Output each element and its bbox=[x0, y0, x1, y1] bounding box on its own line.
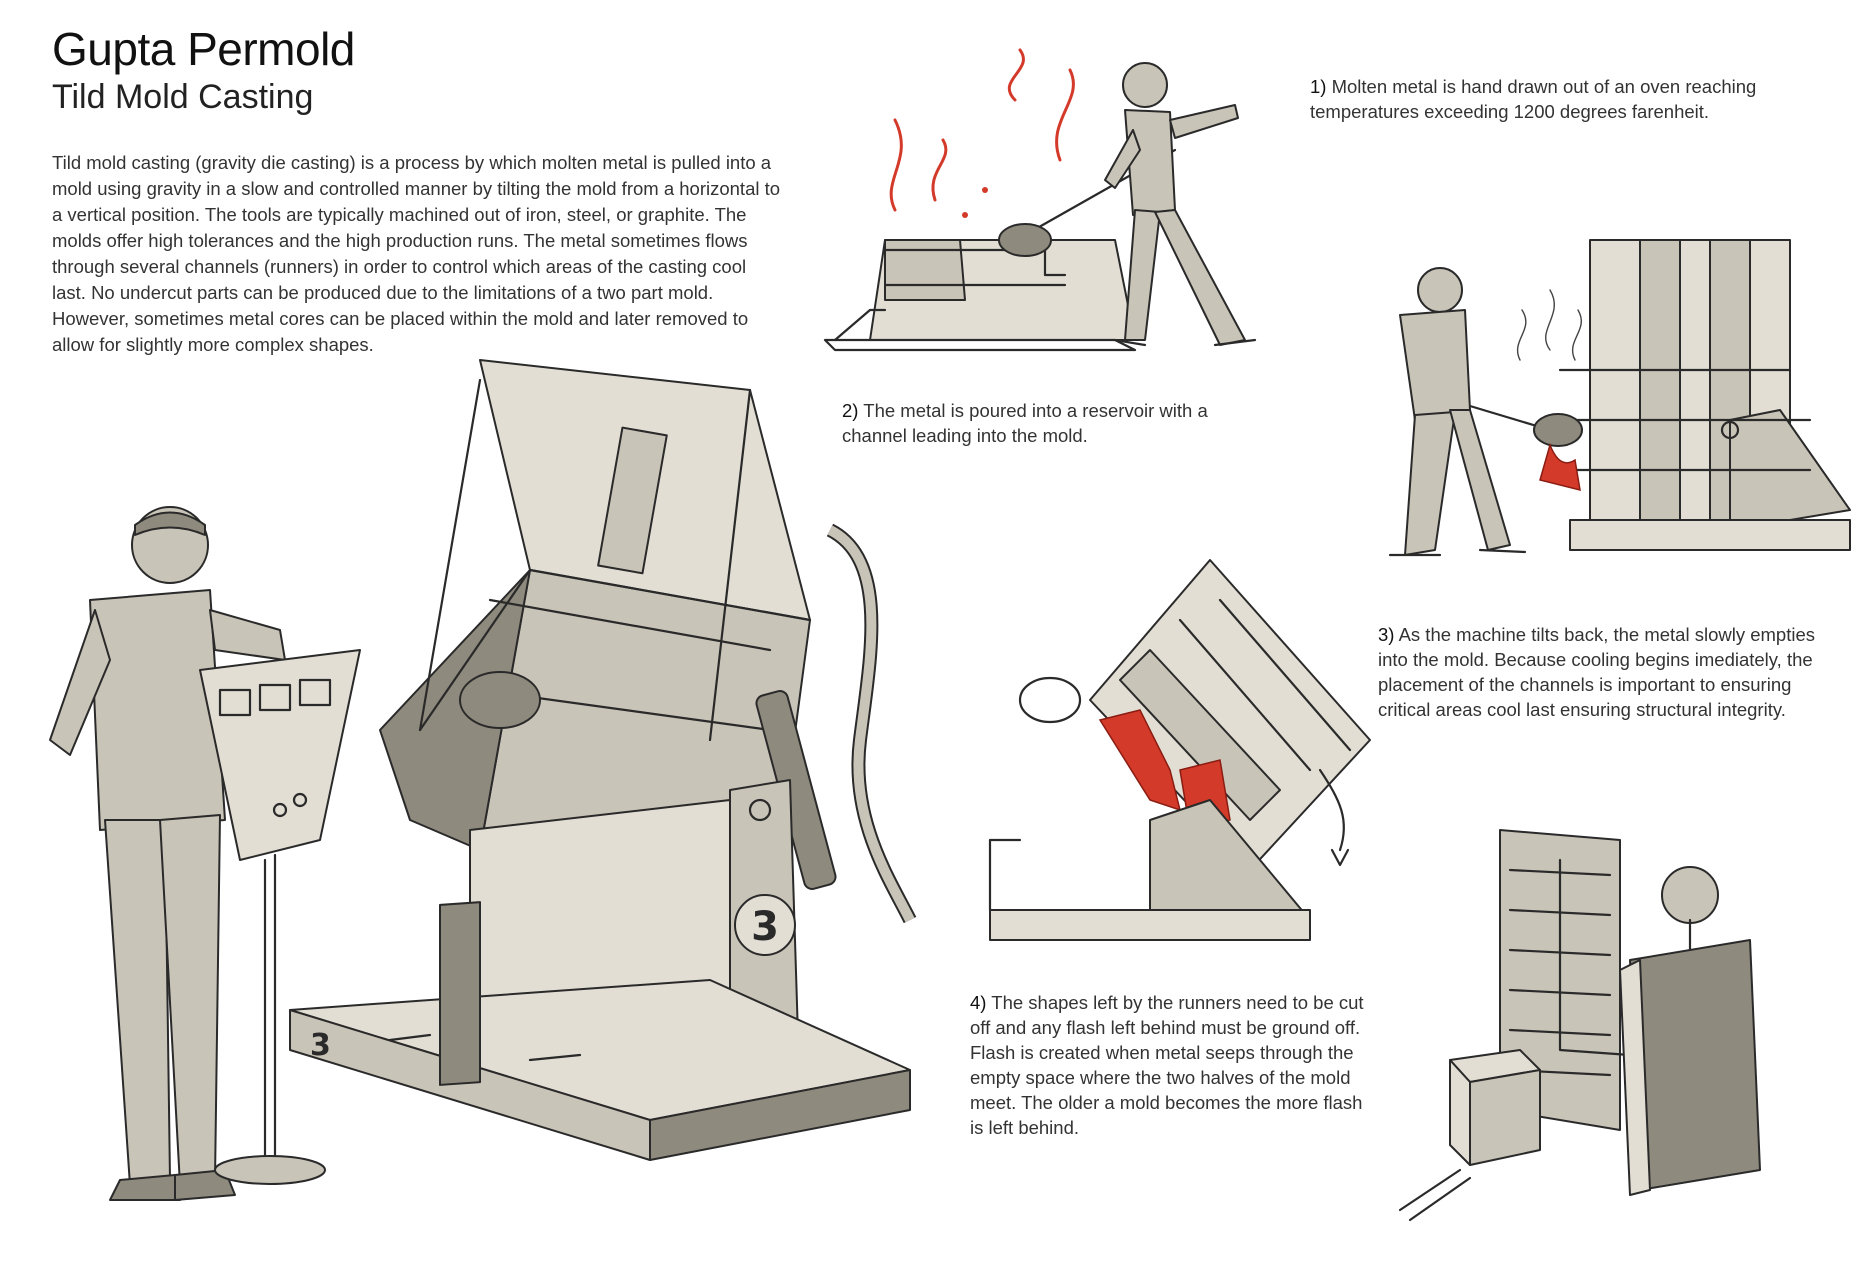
step-4-caption: 4) The shapes left by the runners need t… bbox=[970, 990, 1370, 1140]
step-1-caption: 1) Molten metal is hand drawn out of an … bbox=[1310, 74, 1830, 124]
intro-paragraph: Tild mold casting (gravity die casting) … bbox=[52, 152, 781, 355]
step-3-text: As the machine tilts back, the metal slo… bbox=[1378, 624, 1815, 720]
step-2-caption: 2) The metal is poured into a reservoir … bbox=[842, 398, 1262, 448]
ladle-pour-sketch bbox=[1448, 289, 1583, 492]
hydraulic-hose-sketch bbox=[826, 523, 917, 924]
closed-mold-half-sketch bbox=[1619, 866, 1761, 1196]
step-3-caption: 3) As the machine tilts back, the metal … bbox=[1378, 622, 1838, 722]
step-1-text: Molten metal is hand drawn out of an ove… bbox=[1310, 76, 1757, 122]
machine-base: 3 bbox=[289, 901, 911, 1161]
step-4-illustration bbox=[1398, 829, 1761, 1222]
step-2-text: The metal is poured into a reservoir wit… bbox=[842, 400, 1208, 446]
flames-sketch bbox=[889, 48, 1075, 218]
oven-sketch bbox=[823, 239, 1137, 352]
page-subtitle: Tild Mold Casting bbox=[52, 78, 314, 116]
casting-part-sketch bbox=[1398, 1049, 1541, 1222]
base-badge: 3 bbox=[310, 1028, 331, 1063]
step-2-illustration bbox=[1388, 239, 1851, 557]
step-2-number: 2) bbox=[842, 400, 859, 421]
page-title: Gupta Permold bbox=[52, 23, 355, 75]
step-3-number: 3) bbox=[1378, 624, 1395, 645]
worker-figure-2 bbox=[1388, 267, 1527, 557]
tilt-base-sketch bbox=[988, 799, 1311, 941]
open-mold-half-sketch bbox=[1499, 829, 1632, 1131]
worker-figure bbox=[1104, 62, 1257, 347]
machine-badge: 3 bbox=[751, 904, 779, 950]
step-4-number: 4) bbox=[970, 992, 987, 1013]
machine-frame-sketch bbox=[1558, 239, 1851, 551]
main-machine-illustration: 3 3 bbox=[49, 359, 917, 1201]
step-1-illustration bbox=[823, 48, 1257, 352]
step-1-number: 1) bbox=[1310, 76, 1327, 97]
control-panel-sketch bbox=[199, 649, 361, 1185]
step-3-illustration bbox=[988, 559, 1371, 941]
operator-figure bbox=[49, 506, 286, 1201]
step-4-text: The shapes left by the runners need to b… bbox=[970, 992, 1364, 1138]
